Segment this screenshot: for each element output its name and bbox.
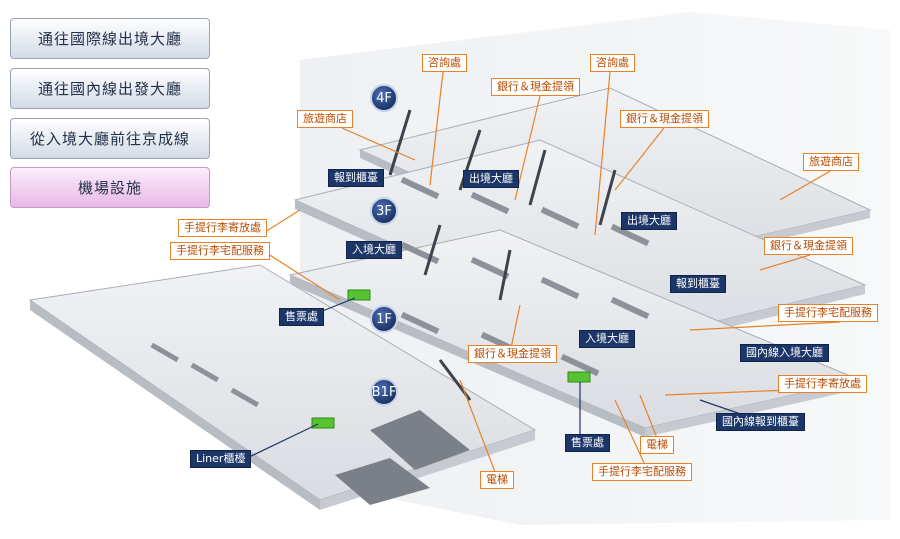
floor-3f-badge[interactable]: 3F <box>370 197 398 225</box>
floor-1f-badge[interactable]: 1F <box>370 305 398 333</box>
intl-departure-button[interactable]: 通往國際線出境大廳 <box>10 18 210 59</box>
travel-shop-label-1[interactable]: 旅遊商店 <box>297 110 353 128</box>
luggage-delivery-label-2[interactable]: 手提行李宅配服務 <box>778 304 878 322</box>
luggage-delivery-label-3[interactable]: 手提行李宅配服務 <box>592 463 692 481</box>
luggage-delivery-label-1[interactable]: 手提行李宅配服務 <box>170 242 270 260</box>
bank-atm-label-2[interactable]: 銀行＆現金提領 <box>620 110 709 128</box>
elevator-label-1[interactable]: 電梯 <box>480 471 514 489</box>
ticket-marker-2 <box>567 371 591 383</box>
arrival-hall-label-1[interactable]: 入境大廳 <box>346 241 402 259</box>
liner-label[interactable]: Liner櫃檯 <box>190 450 252 468</box>
domestic-checkin-label[interactable]: 國內線報到櫃臺 <box>716 413 805 431</box>
bank-atm-label-3[interactable]: 銀行＆現金提領 <box>764 237 853 255</box>
leader-lines <box>264 71 841 473</box>
domestic-departure-button[interactable]: 通往國內線出發大廳 <box>10 68 210 109</box>
domestic-arrival-label[interactable]: 國內線入境大廳 <box>740 344 829 362</box>
luggage-storage-label-2[interactable]: 手提行李寄放處 <box>778 375 867 393</box>
ticket-marker-1 <box>347 289 371 301</box>
checkin-label-2[interactable]: 報到櫃臺 <box>670 275 726 293</box>
liner-marker <box>311 417 335 429</box>
floor-b1f-badge[interactable]: B1F <box>370 378 398 406</box>
floor-4f-badge[interactable]: 4F <box>370 84 398 112</box>
ticket-label-1[interactable]: 售票處 <box>279 308 324 326</box>
counters <box>150 176 650 408</box>
luggage-storage-label-1[interactable]: 手提行李寄放處 <box>178 219 267 237</box>
checkin-label-1[interactable]: 報到櫃臺 <box>328 169 384 187</box>
info-desk-label-2[interactable]: 咨詢處 <box>590 54 635 72</box>
bank-atm-label-1[interactable]: 銀行＆現金提領 <box>491 78 580 96</box>
facilities-button[interactable]: 機場設施 <box>10 167 210 208</box>
arrival-hall-label-2[interactable]: 入境大廳 <box>579 330 635 348</box>
keisei-line-button[interactable]: 從入境大廳前往京成線 <box>10 118 210 159</box>
departure-hall-label-1[interactable]: 出境大廳 <box>463 170 519 188</box>
travel-shop-label-2[interactable]: 旅遊商店 <box>803 153 859 171</box>
info-desk-label-1[interactable]: 咨詢處 <box>422 54 467 72</box>
elevator-label-2[interactable]: 電梯 <box>640 436 674 454</box>
bank-atm-label-4[interactable]: 銀行＆現金提領 <box>468 345 557 363</box>
departure-hall-label-2[interactable]: 出境大廳 <box>621 212 677 230</box>
ticket-label-2[interactable]: 售票處 <box>565 434 610 452</box>
